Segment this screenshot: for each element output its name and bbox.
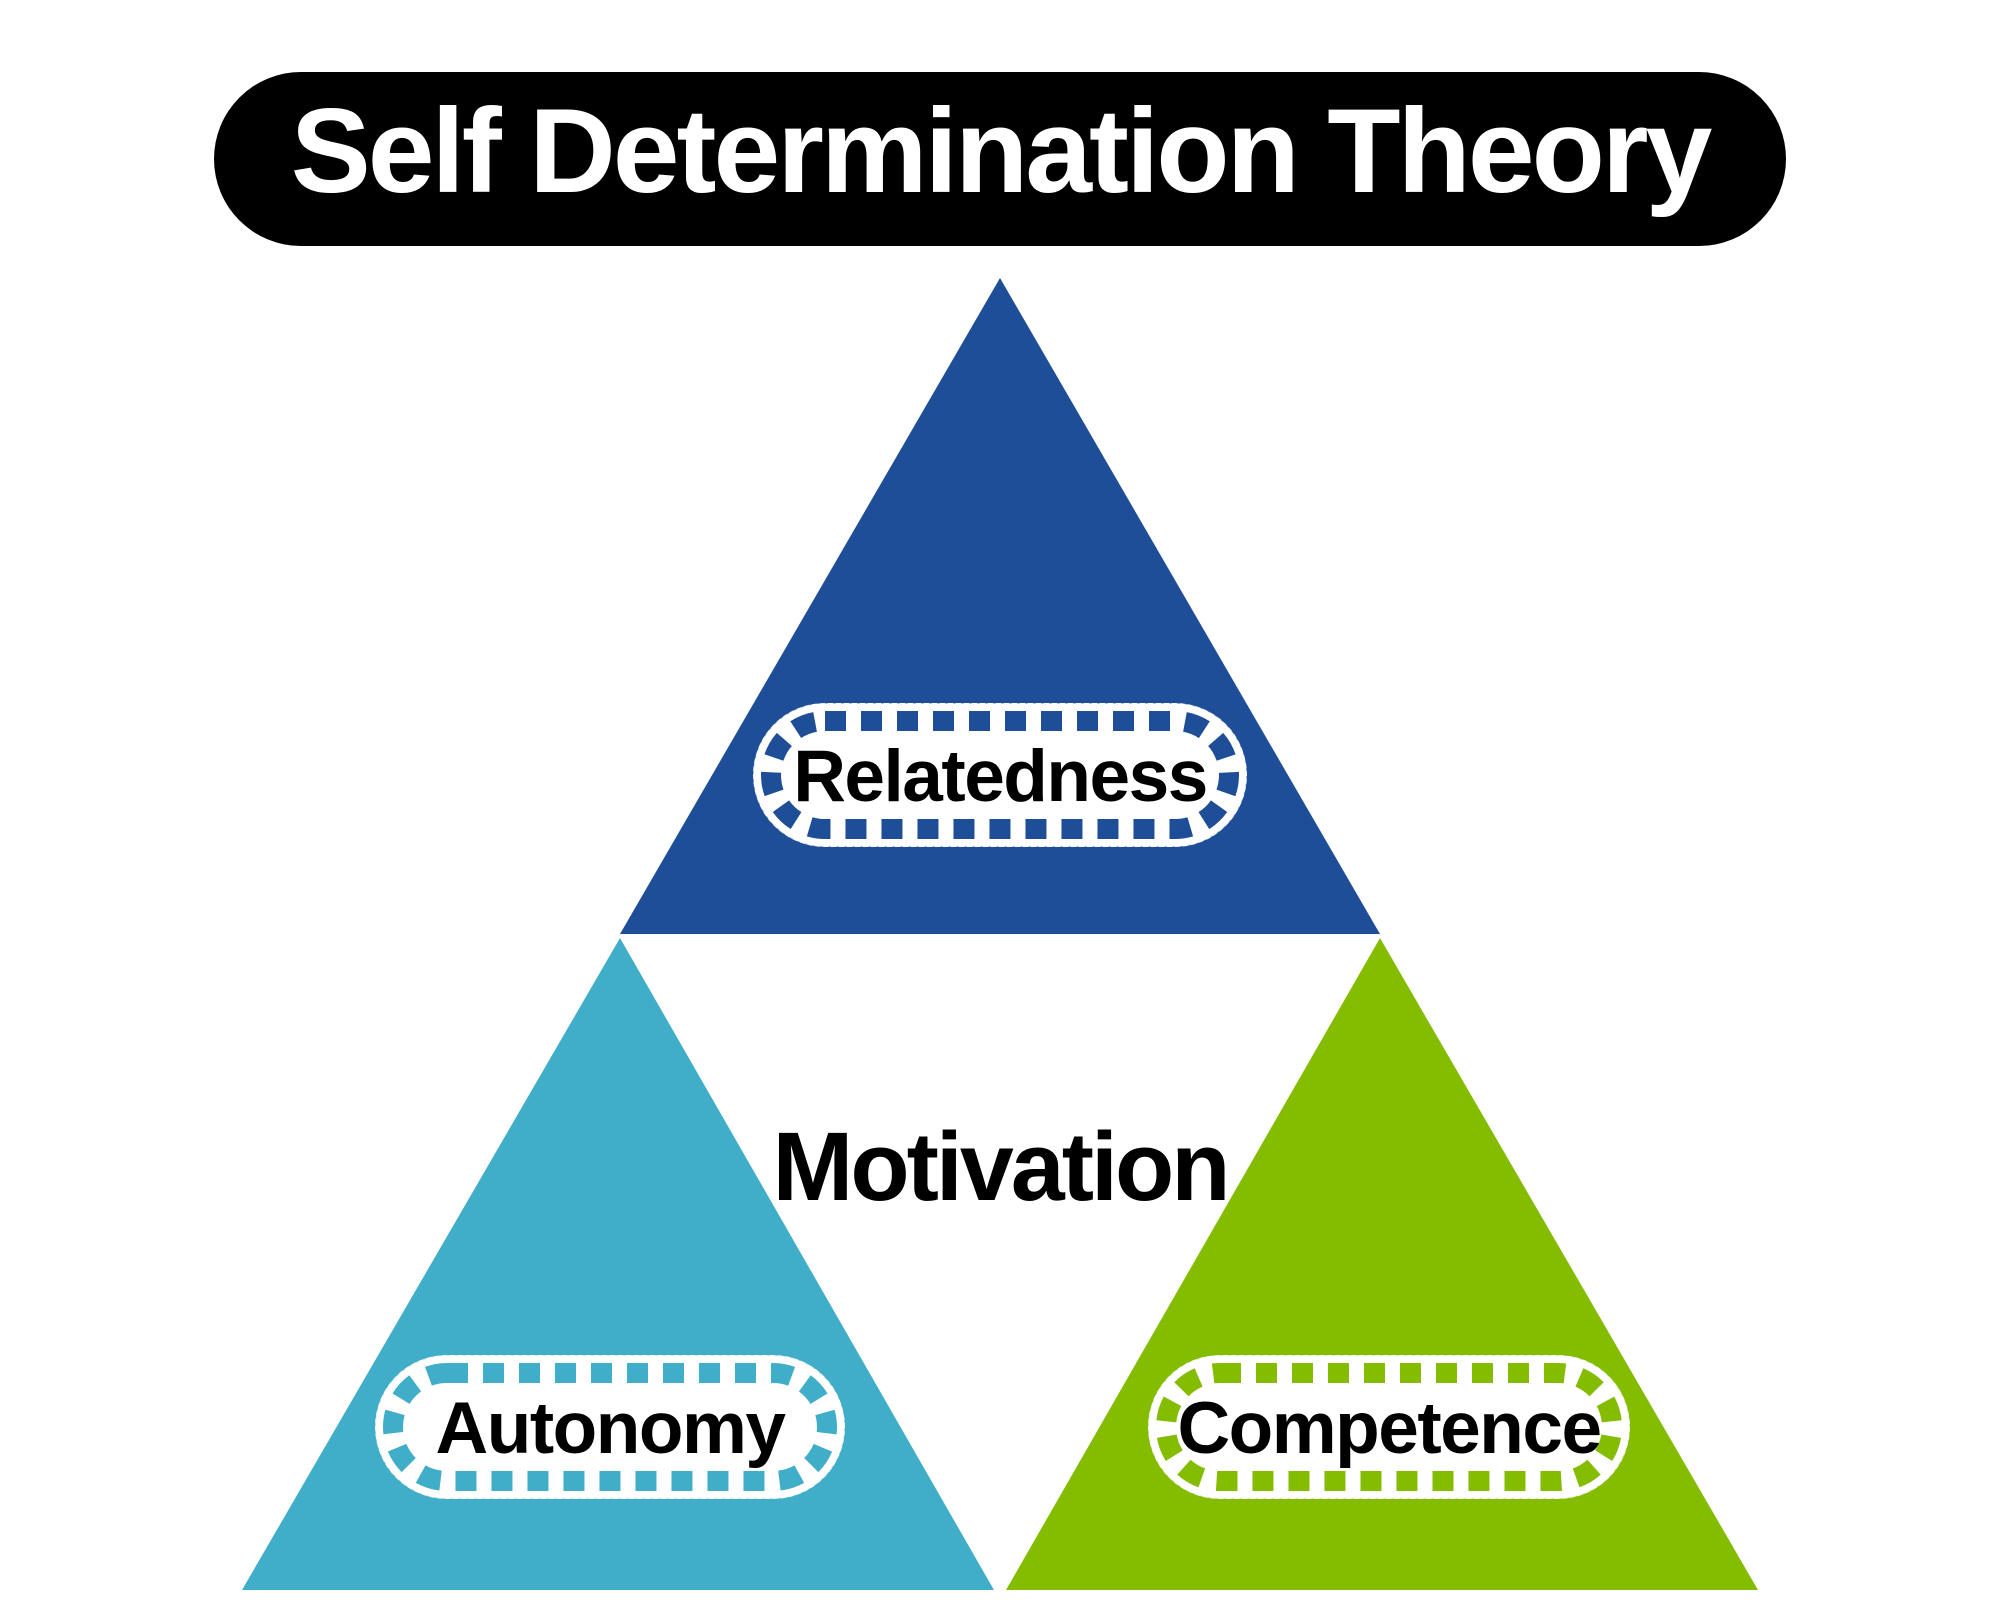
pill-competence-background <box>1147 1354 1631 1500</box>
pill-label-autonomy: Autonomy <box>436 1388 787 1469</box>
pill-relatedness-dashed-border <box>761 711 1239 839</box>
pill-label-relatedness: Relatedness <box>793 736 1207 817</box>
motivation-label: Motivation <box>773 1112 1228 1221</box>
pill-competence: Competence <box>1147 1354 1631 1500</box>
pill-autonomy-dashed-border <box>383 1363 837 1491</box>
pill-label-competence: Competence <box>1177 1388 1600 1469</box>
diagram-title: Self Determination Theory <box>291 84 1713 218</box>
title-banner <box>214 72 1786 246</box>
pill-relatedness-background <box>752 702 1248 848</box>
pill-autonomy: Autonomy <box>374 1354 846 1500</box>
pill-relatedness: Relatedness <box>752 702 1248 848</box>
pill-autonomy-background <box>374 1354 846 1500</box>
